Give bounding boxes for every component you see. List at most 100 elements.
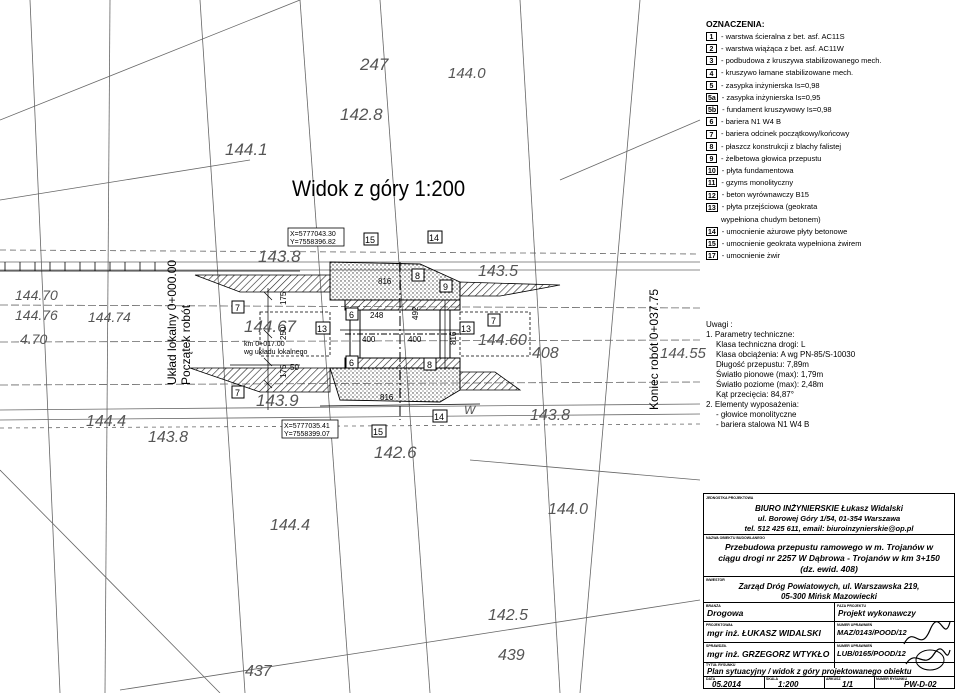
legend-item: 9 - żelbetowa głowica przepustu [706,152,952,164]
note-line: 2. Elementy wyposażenia: [706,400,799,409]
note-line: Klasa obciążenia: A wg PN-85/S-10030 [716,350,856,359]
legend-number: 17 [706,251,718,261]
survey-point: 144.70 [15,287,58,303]
slope-top-right [459,281,561,297]
legend-item: 15- umocnienie geokrata wypełniona żwire… [706,238,952,250]
note-line: Światło pionowe (max): 1,79m [716,370,824,379]
legend-item: 7- bariera odcinek początkowy/końcowy [706,128,952,140]
survey-point: 143.8 [258,247,301,266]
note-line: Długość przepustu: 7,89m [716,360,809,369]
survey-point: 144.4 [86,413,126,430]
unit-caption: JEDNOSTKA PROJEKTOWA [706,496,754,500]
survey-points: 247 144.0 142.8 144.1 143.8 144.67 143.9… [15,55,707,680]
marker-label: 7 [235,303,240,313]
note-line: Kąt przecięcia: 84,87° [716,390,794,399]
legend-text: - zasypka inżynierska Is=0,98 [721,80,820,90]
marker-label: 9 [443,282,448,292]
km-label: km 0+017.00 [244,341,285,348]
legend-text: - bariera N1 W4 B [721,117,782,127]
culvert-body [345,262,460,420]
drawing-title-caption: TYTUŁ RYSUNKU [706,663,736,667]
dimension: 492 [411,306,420,320]
survey-point: 144.4 [270,517,310,534]
divider [704,662,954,663]
survey-point: 144.76 [15,307,58,323]
legend-text: - żelbetowa głowica przepustu [721,153,822,163]
divider [704,621,954,622]
start-label: Początek robót [179,304,193,385]
note-line: Klasa techniczna drogi: L [716,340,806,349]
legend-text: - płyta fundamentowa [721,165,794,175]
legend-item: 12- beton wyrównawczy B15 [706,189,952,201]
divider-v [874,676,875,689]
object-line: (dz. ewid. 408) [800,564,858,574]
legend-item: 17- umocnienie żwir [706,250,952,262]
legend-item: 10- płyta fundamentowa [706,165,952,177]
license1-value: MAZ/0143/POOD/12 [837,628,907,637]
dimension: 816 [378,277,392,286]
legend-item: 13- płyta przejściowa (geokrata [706,201,952,213]
legend-text: - beton wyrównawczy B15 [721,190,809,200]
legend-number: 13 [706,202,718,212]
designer-value: mgr inż. ŁUKASZ WIDALSKI [707,628,821,638]
marker-label: 7 [235,388,240,398]
legend-text: - kruszywo łamane stabilizowane mech. [721,68,854,78]
survey-point: 144.0 [548,501,588,518]
legend-number: 9 [706,153,717,163]
coord-text: Y=7558396.82 [290,239,336,246]
fence-ticks [0,262,300,272]
date-caption: DATA [706,677,716,681]
coord-text: Y=7558399.07 [284,431,330,438]
survey-point: 437 [245,663,273,680]
legend-item: 6- bariera N1 W4 B [706,116,952,128]
view-title: Widok z góry 1:200 [292,177,465,201]
dimension: 175 [279,291,288,305]
marker-label: 6 [349,358,354,368]
dimension: 175 [279,364,288,378]
investor-line: Zarząd Dróg Powiatowych, ul. Warszawska … [738,582,920,591]
legend: OZNACZENIA: 1- warstwa ścieralna z bet. … [706,20,952,262]
legend-text: - płaszcz konstrukcji z blachy falistej [721,141,842,151]
legend-number: 15 [706,239,718,249]
checker-value: mgr inż. GRZEGORZ WTYKŁO [707,649,830,659]
dimension: 400 [362,335,376,344]
drawing-title-value: Plan sytuacyjny / widok z góry projektow… [707,667,912,676]
survey-point: 142.8 [340,105,383,124]
divider [704,642,954,643]
element-markers: 7 7 7 13 13 15 15 14 14 6 6 8 8 9 [231,230,501,438]
legend-item: 5b- fundament kruszywowy Is=0,98 [706,104,952,116]
object-line: ciągu drogi nr 2257 W Dąbrowa - Trojanów… [718,553,940,563]
survey-point: 143.8 [530,407,570,424]
notes: Uwagi : 1. Parametry techniczne:Klasa te… [706,320,952,430]
slope-bottom-left [189,367,331,393]
dimension: 816 [449,331,458,345]
legend-item: 1- warstwa ścieralna z bet. asf. AC11S [706,31,952,43]
coord-text: X=5777035.41 [284,423,330,430]
legend-number: 7 [706,129,717,139]
sheet-caption: ARKUSZ [826,677,841,681]
divider [704,534,954,535]
legend-number: 10 [706,166,718,176]
survey-point: 144.67 [244,317,297,336]
office-contact: tel. 512 425 611, email: biuroinzyniersk… [744,524,914,533]
object-line: Przebudowa przepustu ramowego w m. Troja… [724,542,934,552]
legend-number: 1 [706,32,717,42]
note-line: 1. Parametry techniczne: [706,330,795,339]
survey-point: 143.8 [148,429,188,446]
note-line: Światło poziome (max): 2,48m [716,380,824,389]
scale-caption: SKALA [766,677,779,681]
branch-value: Drogowa [707,608,744,618]
drawing-no-value: PW-D-02 [904,680,937,689]
dimension: 50 [290,363,299,372]
dimension: 248 [370,311,384,320]
survey-point: 408 [532,345,559,362]
survey-point: 144.0 [448,65,486,82]
branch-caption: BRANŻA [706,604,721,608]
divider [704,676,954,677]
legend-text: - umocnienie geokrata wypełniona żwirem [721,238,862,248]
legend-item: 3- podbudowa z kruszywa stabilizowanego … [706,55,952,67]
marker-label: 13 [317,324,327,334]
slope-top-left [194,274,331,293]
note-line: - głowice monolityczne [716,410,797,419]
